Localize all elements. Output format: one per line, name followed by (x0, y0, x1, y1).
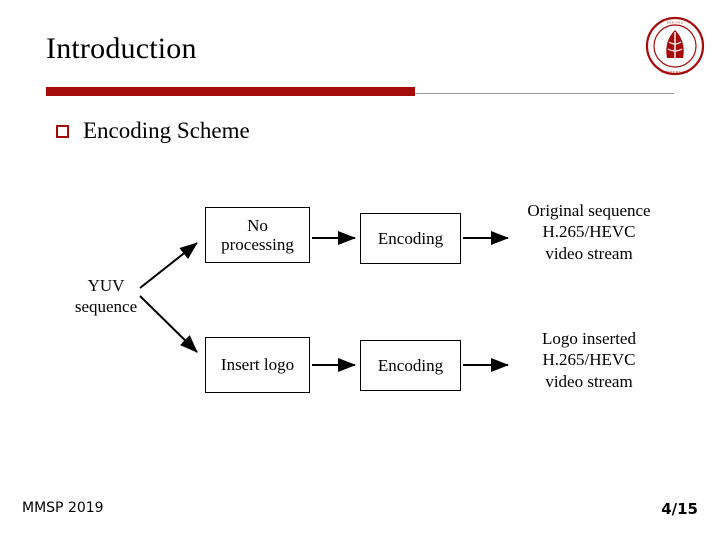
diagram-node-insert-logo: Insert logo (205, 337, 310, 393)
footer-page-number: 4/15 (661, 500, 698, 518)
bullet-encoding-scheme: Encoding Scheme (56, 118, 250, 144)
svg-text:U N I V E R S I T Y: U N I V E R S I T Y (661, 70, 689, 74)
svg-text:P E K I N G: P E K I N G (667, 21, 684, 25)
university-seal-logo-icon: P E K I N G U N I V E R S I T Y (645, 16, 705, 76)
footer-conference-label: MMSP 2019 (22, 500, 104, 516)
bullet-label: Encoding Scheme (83, 118, 250, 143)
diagram-output-logo-inserted-stream: Logo inserted H.265/HEVC video stream (542, 329, 636, 391)
diagram-node-no-processing: No processing (205, 207, 310, 263)
diagram-input-label: YUV sequence (74, 276, 138, 317)
square-outline-bullet-icon (56, 124, 69, 138)
diagram-output-original-stream: Original sequence H.265/HEVC video strea… (527, 201, 651, 263)
diagram-node-encoding-top: Encoding (360, 213, 461, 264)
diagram-node-encoding-bottom: Encoding (360, 340, 461, 391)
page-title: Introduction (46, 32, 197, 65)
title-underline-accent (46, 87, 415, 96)
